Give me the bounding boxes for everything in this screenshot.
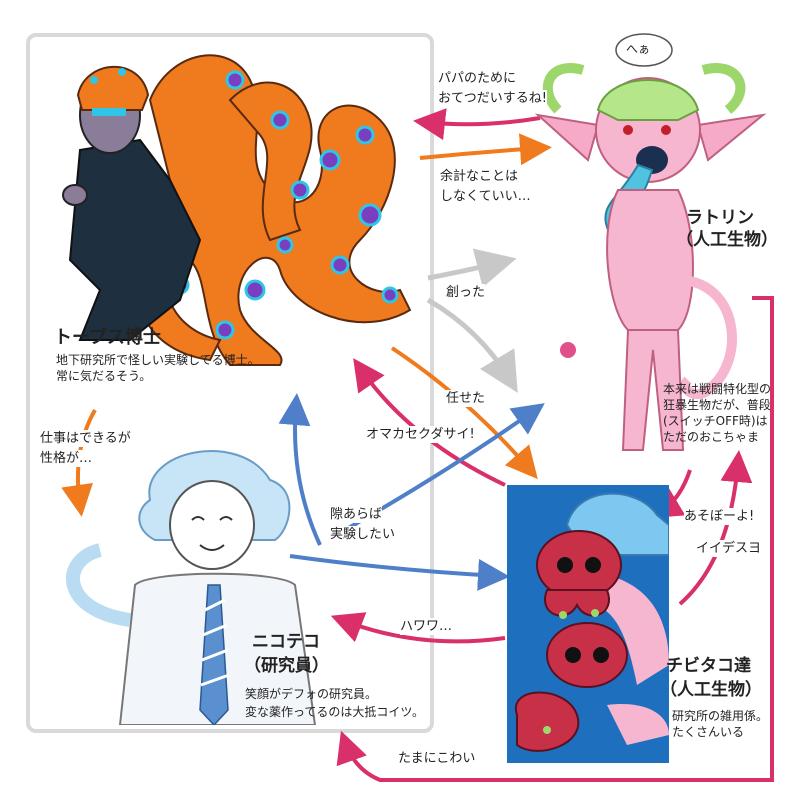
chibitako-panel: [507, 485, 670, 763]
nikoteko-name-line-2: （研究員）: [244, 656, 329, 676]
label-yokei-line-2: しなくていい…: [440, 188, 531, 205]
ratorin-name-line-2: （人工生物）: [676, 230, 778, 250]
label-yokei-line-1: 余計なことは: [440, 168, 519, 185]
nikoteko-name-line-1: ニコテコ: [252, 632, 320, 652]
label-suki-line-1: 隙あらば: [330, 506, 383, 523]
ratorin-desc-line-1: 本来は戦闘特化型の: [663, 382, 772, 396]
label-asobo: あそぼーよ!: [684, 508, 755, 525]
arrow-ratorin-to-tops: [413, 108, 541, 141]
label-omakase: オマカセクダサイ!: [366, 426, 475, 443]
tops-desc-line-1: 地下研究所で怪しい実験してる博士。: [56, 353, 260, 367]
arrow-created-chibitako: [426, 297, 518, 393]
arrow-nikoteko-to-chibitako: [289, 554, 510, 591]
arrow-ratorin-to-nikoteko: [336, 296, 774, 782]
label-hawawa: ハワワ…: [400, 618, 453, 635]
label-tsukutta: 創った: [446, 284, 486, 301]
ratorin-desc-line-2: 狂暴生物だが、普段: [663, 398, 771, 412]
label-tamani: たまにこわい: [398, 750, 476, 767]
ratorin-desc-line-4: ただのおこちゃま: [663, 430, 760, 444]
label-shigoto-line-1: 仕事はできるが: [40, 430, 131, 447]
tops-desc-line-2: 常に気だるそう。: [56, 369, 152, 383]
arrow-chibitako-to-nikoteko: [330, 612, 506, 644]
chibitako-desc-line-2: たくさんいる: [672, 725, 745, 739]
label-papa-line-2: おてつだいするね!: [438, 90, 547, 107]
label-shigoto-line-2: 性格が…: [40, 450, 93, 467]
chibitako-desc-line-1: 研究所の雑用係。: [672, 709, 769, 723]
nikoteko-illustration: [40, 420, 350, 727]
chibitako-name-line-2: （人工生物）: [660, 680, 762, 700]
label-iidesuyo: イイデスヨ: [696, 540, 762, 557]
nikoteko-desc-line-2: 変な薬作ってるのは大抵コイツ。: [245, 705, 425, 719]
tops-name: トープス博士: [54, 327, 161, 348]
chibitako-name-line-1: チビタコ達: [666, 656, 751, 676]
label-suki-line-2: 実験したい: [330, 526, 396, 543]
label-papa-line-1: パパのために: [438, 70, 517, 87]
ratorin-speech: へぁ: [626, 42, 651, 56]
nikoteko-desc-line-1: 笑顔がデフォの研究員。: [245, 687, 378, 701]
arrow-chibitako-to-ratorin: [678, 450, 753, 606]
ratorin-desc-line-3: (スイッチOFF時)は: [663, 414, 768, 428]
arrow-created-ratorin: [427, 248, 517, 288]
tops-illustration: [30, 40, 425, 370]
arrow-nikoteko-to-tops: [278, 393, 322, 546]
arrow-tops-to-ratorin: [419, 133, 552, 166]
label-makaseta: 任せた: [446, 390, 486, 407]
ratorin-name-line-1: ラトリン: [686, 208, 754, 228]
ratorin-illustration: [528, 30, 788, 470]
